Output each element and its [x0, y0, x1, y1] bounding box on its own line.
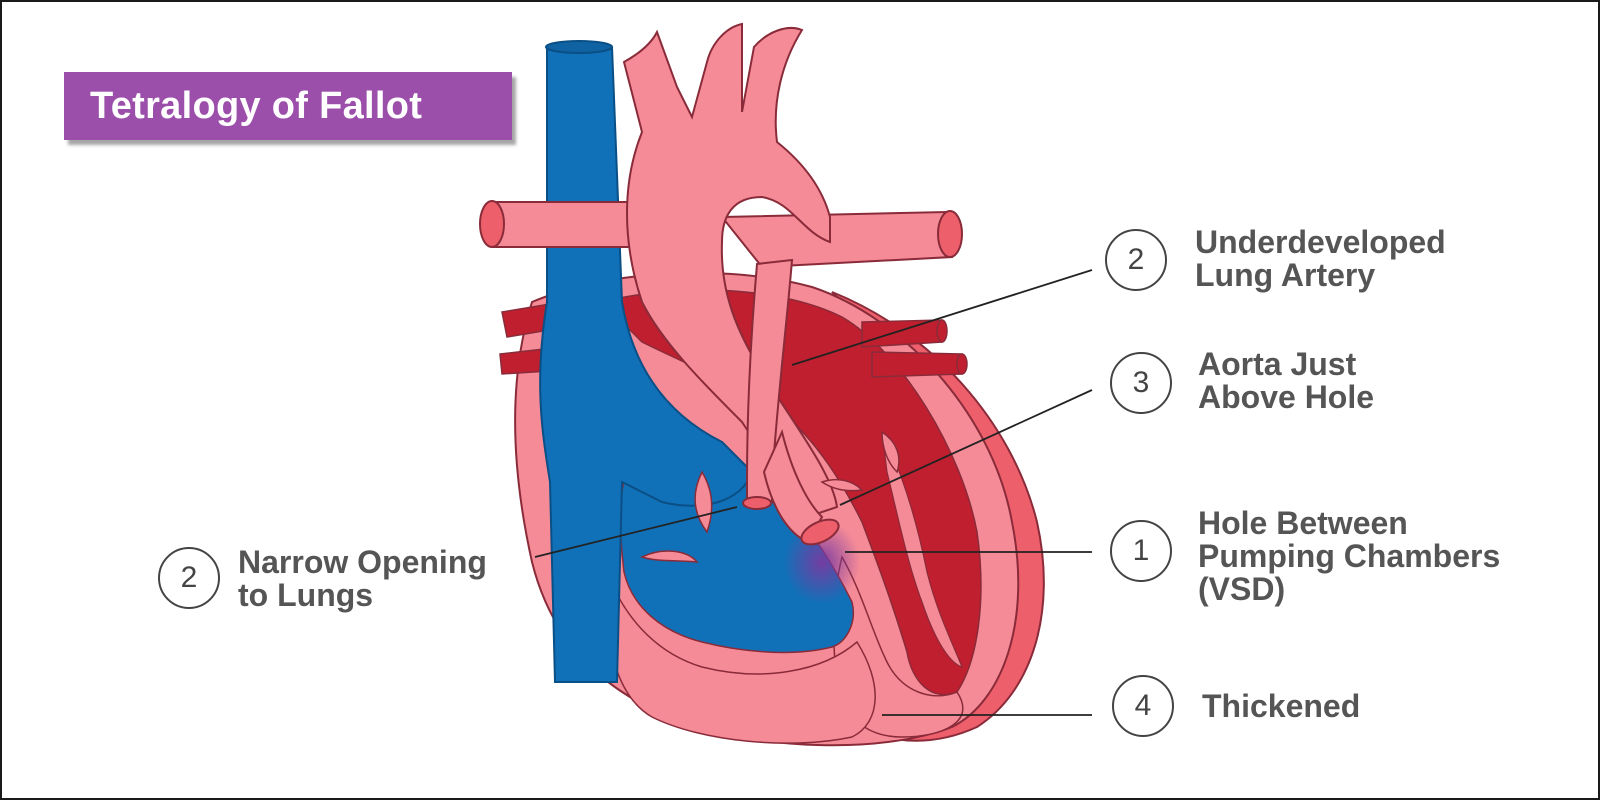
label-line: Pumping Chambers — [1198, 538, 1501, 574]
label-line: to Lungs — [238, 577, 374, 613]
label-line: Above Hole — [1198, 379, 1375, 415]
lower-ventricle-wall — [605, 571, 876, 744]
label-aorta-just-above-hole: Aorta Just Above Hole — [1198, 348, 1374, 414]
pulmonary-vein-right-upper — [861, 319, 943, 348]
label-line: Underdeveloped — [1195, 224, 1446, 260]
marker-vsd: 1 — [1110, 520, 1172, 582]
label-narrow-opening-to-lungs: Narrow Opening to Lungs — [238, 546, 487, 612]
tricuspid-leaflet — [640, 550, 699, 563]
label-line: (VSD) — [1198, 571, 1286, 607]
valve-leaflet-top — [881, 430, 900, 474]
trabeculae — [881, 431, 964, 668]
leader-lines — [534, 269, 1093, 716]
label-thickened: Thickened — [1202, 690, 1360, 723]
pulmonary-artery-right — [719, 210, 954, 269]
pulmonary-trunk — [746, 258, 794, 503]
label-line: Aorta Just — [1198, 346, 1357, 382]
label-underdeveloped-lung-artery: Underdeveloped Lung Artery — [1195, 226, 1446, 292]
label-line: Hole Between — [1198, 505, 1408, 541]
valve-leaflet-right — [820, 478, 864, 492]
label-line: Lung Artery — [1195, 257, 1376, 293]
pulmonary-artery-left — [491, 201, 643, 248]
marker-aorta-above-hole: 3 — [1110, 352, 1172, 414]
vena-cava-top — [545, 40, 613, 54]
label-line: Thickened — [1202, 688, 1361, 724]
pulmonary-vein-right-lower — [871, 351, 963, 378]
marker-narrow-opening: 2 — [158, 547, 220, 609]
title-banner: Tetralogy of Fallot — [64, 72, 512, 140]
label-hole-between-chambers: Hole Between Pumping Chambers (VSD) — [1198, 507, 1500, 606]
marker-underdeveloped-artery: 2 — [1105, 229, 1167, 291]
marker-thickened: 4 — [1112, 675, 1174, 737]
diagram-title: Tetralogy of Fallot — [90, 84, 423, 127]
label-line: Narrow Opening — [238, 544, 487, 580]
